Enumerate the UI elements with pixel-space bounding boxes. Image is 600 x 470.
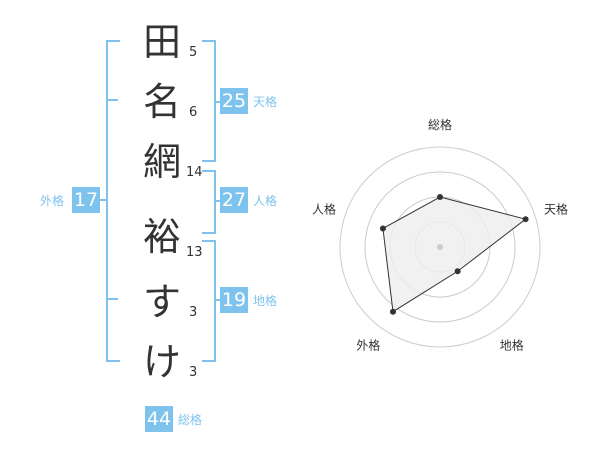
- radar-axis-label-4: 外格: [356, 338, 380, 353]
- radar-point-4: [389, 308, 396, 315]
- stroke-count-4: 13: [186, 245, 203, 260]
- radar-axis-label-2: 天格: [544, 201, 568, 216]
- radar-axis-label-1: 総格: [428, 117, 452, 132]
- outer-bracket: [106, 40, 120, 362]
- radar-ring: [339, 146, 541, 348]
- jinkaku-bracket: [202, 170, 216, 234]
- jinkaku-label: 人格: [253, 194, 278, 208]
- radar-axis-label-5: 人格: [312, 201, 336, 216]
- jinkaku-value: 27: [220, 187, 248, 213]
- gaikaku-label: 外格: [40, 194, 65, 208]
- jinkaku-connector: [214, 200, 220, 202]
- tenkaku-connector: [214, 101, 220, 103]
- gaikaku-value: 17: [72, 187, 100, 213]
- chikaku-label: 地格: [253, 294, 278, 308]
- stroke-count-1: 5: [189, 45, 198, 60]
- radar-point-5: [379, 225, 386, 232]
- name-char-2: 名: [142, 80, 181, 124]
- chikaku-bracket: [202, 240, 216, 362]
- name-char-3: 網: [142, 140, 181, 184]
- radar-point-3: [454, 268, 461, 275]
- gaikaku-connector: [100, 199, 106, 201]
- radar-point-2: [522, 216, 529, 223]
- outer-bracket-tick: [106, 298, 118, 300]
- soukaku-label: 総格: [178, 413, 203, 427]
- name-char-4: 裕: [142, 215, 181, 259]
- chikaku-value: 19: [220, 287, 248, 313]
- stroke-count-6: 3: [189, 365, 198, 380]
- radar-axis-label-3: 地格: [500, 338, 524, 353]
- stroke-count-3: 14: [186, 165, 203, 180]
- radar-area: [382, 196, 527, 313]
- outer-bracket-tick: [106, 99, 118, 101]
- radar-center: [437, 244, 443, 250]
- radar-point-1: [437, 194, 443, 200]
- tenkaku-value: 25: [220, 88, 248, 114]
- stroke-count-2: 6: [189, 105, 198, 120]
- name-char-5: す: [142, 280, 181, 324]
- name-char-1: 田: [142, 20, 181, 64]
- name-char-6: け: [142, 340, 181, 384]
- tenkaku-label: 天格: [253, 95, 278, 109]
- soukaku-value: 44: [145, 406, 173, 432]
- stroke-count-5: 3: [189, 305, 198, 320]
- chikaku-connector: [214, 299, 220, 301]
- radar-ring: [364, 171, 516, 323]
